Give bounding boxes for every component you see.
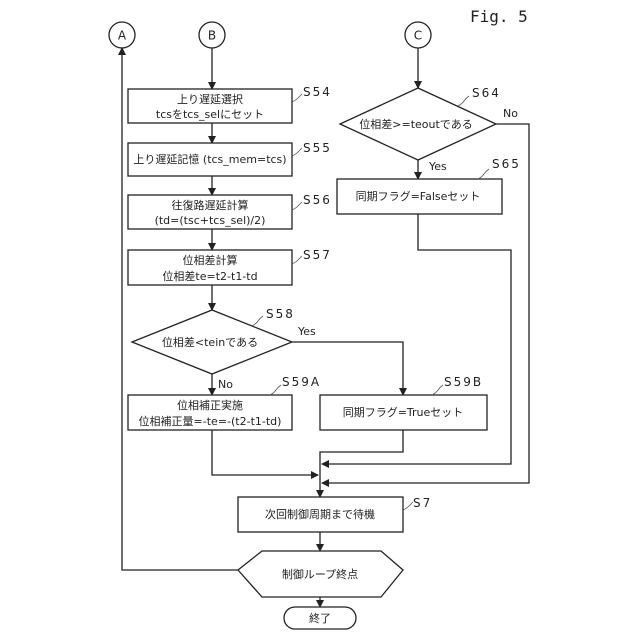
end-terminal: 終了 [284,607,356,629]
step-s56-line1: 往復路遅延計算 [172,198,249,212]
arrow-loop-back-a [122,48,238,570]
step-s65-line1: 同期フラグ=Falseセット [356,189,481,203]
connector-b: B [199,22,225,48]
decision-s64-no-label: No [503,107,518,120]
step-s56-id: S56 [303,193,332,207]
decision-s58-yes-label: Yes [297,325,316,338]
step-s54-line1: 上り遅延選択 [177,92,243,106]
connector-b-label: B [208,29,216,43]
step-s56: 往復路遅延計算 (td=(tsc+tcs_sel)/2) S56 [128,193,332,229]
step-s7-line1: 次回制御周期まで待機 [265,507,375,521]
decision-s58-no-label: No [218,378,233,391]
step-s56-line2: (td=(tsc+tcs_sel)/2) [155,214,266,227]
connector-c-label: C [414,29,422,43]
step-s59a-line1: 位相補正実施 [177,398,243,412]
loop-end: 制御ループ終点 [238,551,403,597]
decision-s64-id: S64 [472,86,501,100]
step-s7: 次回制御周期まで待機 S7 [238,496,432,532]
step-s57-id: S57 [303,248,332,262]
decision-s64-text: 位相差>=teoutである [359,117,472,131]
connector-a: A [109,22,135,48]
step-s54-id: S54 [303,85,332,99]
step-s57: 位相差計算 位相差te=t2-t1-td S57 [128,248,332,285]
step-s55: 上り遅延記憶 (tcs_mem=tcs) S55 [128,141,332,176]
step-s59a-line2: 位相補正量=-te=-(t2-t1-td) [139,414,282,428]
arrow-s59a-merge [212,430,318,475]
step-s55-id: S55 [303,141,332,155]
step-s59b-line1: 同期フラグ=Trueセット [343,405,464,419]
step-s59a-id: S59A [282,375,321,389]
step-s57-line1: 位相差計算 [183,253,238,267]
decision-s64-yes-label: Yes [428,160,447,173]
end-terminal-text: 終了 [309,611,331,625]
step-s55-line1: 上り遅延記憶 (tcs_mem=tcs) [133,152,286,166]
step-s54-line2: tcsをtcs_selにセット [156,108,264,121]
decision-s58-text: 位相差<teinである [162,335,258,349]
step-s65-id: S65 [492,157,521,171]
loop-end-text: 制御ループ終点 [282,567,358,581]
step-s57-line2: 位相差te=t2-t1-td [162,269,257,283]
connector-c: C [405,22,431,48]
decision-s58-id: S58 [266,307,295,321]
step-s59b-id: S59B [444,375,483,389]
step-s54: 上り遅延選択 tcsをtcs_selにセット S54 [128,85,332,123]
connector-a-label: A [118,29,127,43]
step-s7-id: S7 [413,496,432,510]
figure-label: Fig. 5 [470,7,528,26]
